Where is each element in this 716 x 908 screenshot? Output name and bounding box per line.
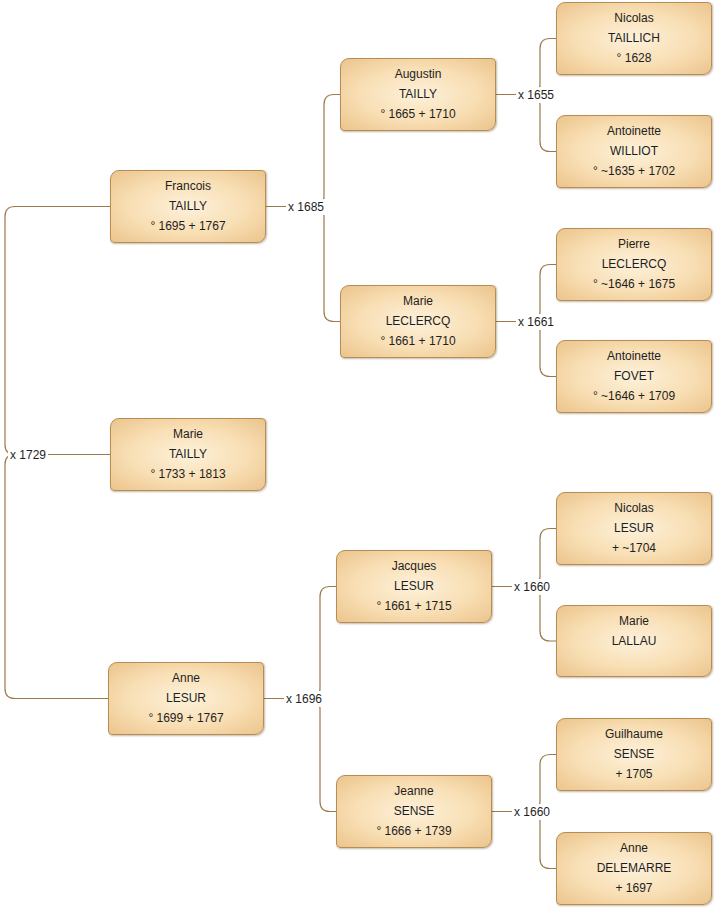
life-dates: ° 1699 + 1767 (148, 708, 223, 728)
family-name: LECLERCQ (386, 311, 451, 331)
marriage-year: x 1685 (286, 199, 326, 215)
given-name: Antoinette (607, 121, 661, 141)
given-name: Marie (173, 424, 203, 444)
marriage-year: x 1660 (512, 579, 552, 595)
life-dates: ° 1661 + 1715 (376, 596, 451, 616)
marriage-year: x 1655 (516, 87, 556, 103)
person-scroll: AntoinetteFOVET° ~1646 + 1709 (556, 340, 712, 413)
given-name: Marie (403, 291, 433, 311)
family-name: TAILLY (399, 84, 437, 104)
person-scroll: FrancoisTAILLY° 1695 + 1767 (110, 170, 266, 243)
life-dates: ° ~1635 + 1702 (593, 161, 675, 181)
given-name: Marie (619, 611, 649, 631)
life-dates: + ~1704 (612, 538, 656, 558)
family-connector (492, 812, 556, 869)
life-dates: ° 1628 (617, 48, 652, 68)
family-name: LESUR (166, 688, 206, 708)
family-name: LESUR (614, 518, 654, 538)
marriage-year: x 1660 (512, 804, 552, 820)
life-dates: ° 1661 + 1710 (380, 331, 455, 351)
life-dates: ° ~1646 + 1675 (593, 274, 675, 294)
person-scroll: JeanneSENSE° 1666 + 1739 (336, 775, 492, 848)
person-scroll: MarieLECLERCQ° 1661 + 1710 (340, 285, 496, 358)
marriage-year: x 1696 (284, 691, 324, 707)
person-scroll: MarieLALLAU (556, 605, 712, 677)
family-name: SENSE (614, 744, 655, 764)
given-name: Jacques (392, 556, 437, 576)
family-name: FOVET (614, 366, 654, 386)
family-name: LALLAU (612, 631, 657, 651)
person-scroll: AugustinTAILLY° 1665 + 1710 (340, 58, 496, 131)
family-connector (266, 95, 340, 207)
family-name: DELEMARRE (597, 858, 672, 878)
life-dates: + 1705 (615, 764, 652, 784)
family-connector (492, 587, 556, 642)
person-scroll: AnneDELEMARRE+ 1697 (556, 832, 712, 905)
given-name: Anne (620, 838, 648, 858)
family-name: LESUR (394, 576, 434, 596)
family-name: WILLIOT (610, 141, 658, 161)
family-name: TAILLY (169, 444, 207, 464)
life-dates: + 1697 (615, 878, 652, 898)
person-scroll: AnneLESUR° 1699 + 1767 (108, 662, 264, 735)
family-connector (5, 455, 110, 699)
given-name: Nicolas (614, 8, 653, 28)
given-name: Jeanne (394, 781, 433, 801)
given-name: Antoinette (607, 346, 661, 366)
family-connector (5, 207, 110, 455)
marriage-year: x 1729 (8, 447, 48, 463)
given-name: Pierre (618, 234, 650, 254)
person-scroll: JacquesLESUR° 1661 + 1715 (336, 550, 492, 623)
family-connector (264, 587, 336, 699)
given-name: Nicolas (614, 498, 653, 518)
life-dates: ° 1665 + 1710 (380, 104, 455, 124)
person-scroll: MarieTAILLY° 1733 + 1813 (110, 418, 266, 491)
marriage-year: x 1661 (516, 314, 556, 330)
family-connector (264, 699, 336, 812)
given-name: Francois (165, 176, 211, 196)
family-name: SENSE (394, 801, 435, 821)
given-name: Anne (172, 668, 200, 688)
life-dates: ° 1695 + 1767 (150, 216, 225, 236)
family-name: TAILLY (169, 196, 207, 216)
family-connector (496, 322, 556, 377)
life-dates: ° 1666 + 1739 (376, 821, 451, 841)
given-name: Guilhaume (605, 724, 663, 744)
person-scroll: GuilhaumeSENSE+ 1705 (556, 718, 712, 791)
person-scroll: AntoinetteWILLIOT° ~1635 + 1702 (556, 115, 712, 188)
family-connector (496, 95, 556, 152)
person-scroll: PierreLECLERCQ° ~1646 + 1675 (556, 228, 712, 301)
person-scroll: NicolasLESUR+ ~1704 (556, 492, 712, 565)
family-name: TAILLICH (608, 28, 660, 48)
given-name: Augustin (395, 64, 442, 84)
life-dates: ° 1733 + 1813 (150, 464, 225, 484)
family-connector (266, 207, 340, 322)
family-name: LECLERCQ (602, 254, 667, 274)
life-dates: ° ~1646 + 1709 (593, 386, 675, 406)
person-scroll: NicolasTAILLICH° 1628 (556, 2, 712, 75)
